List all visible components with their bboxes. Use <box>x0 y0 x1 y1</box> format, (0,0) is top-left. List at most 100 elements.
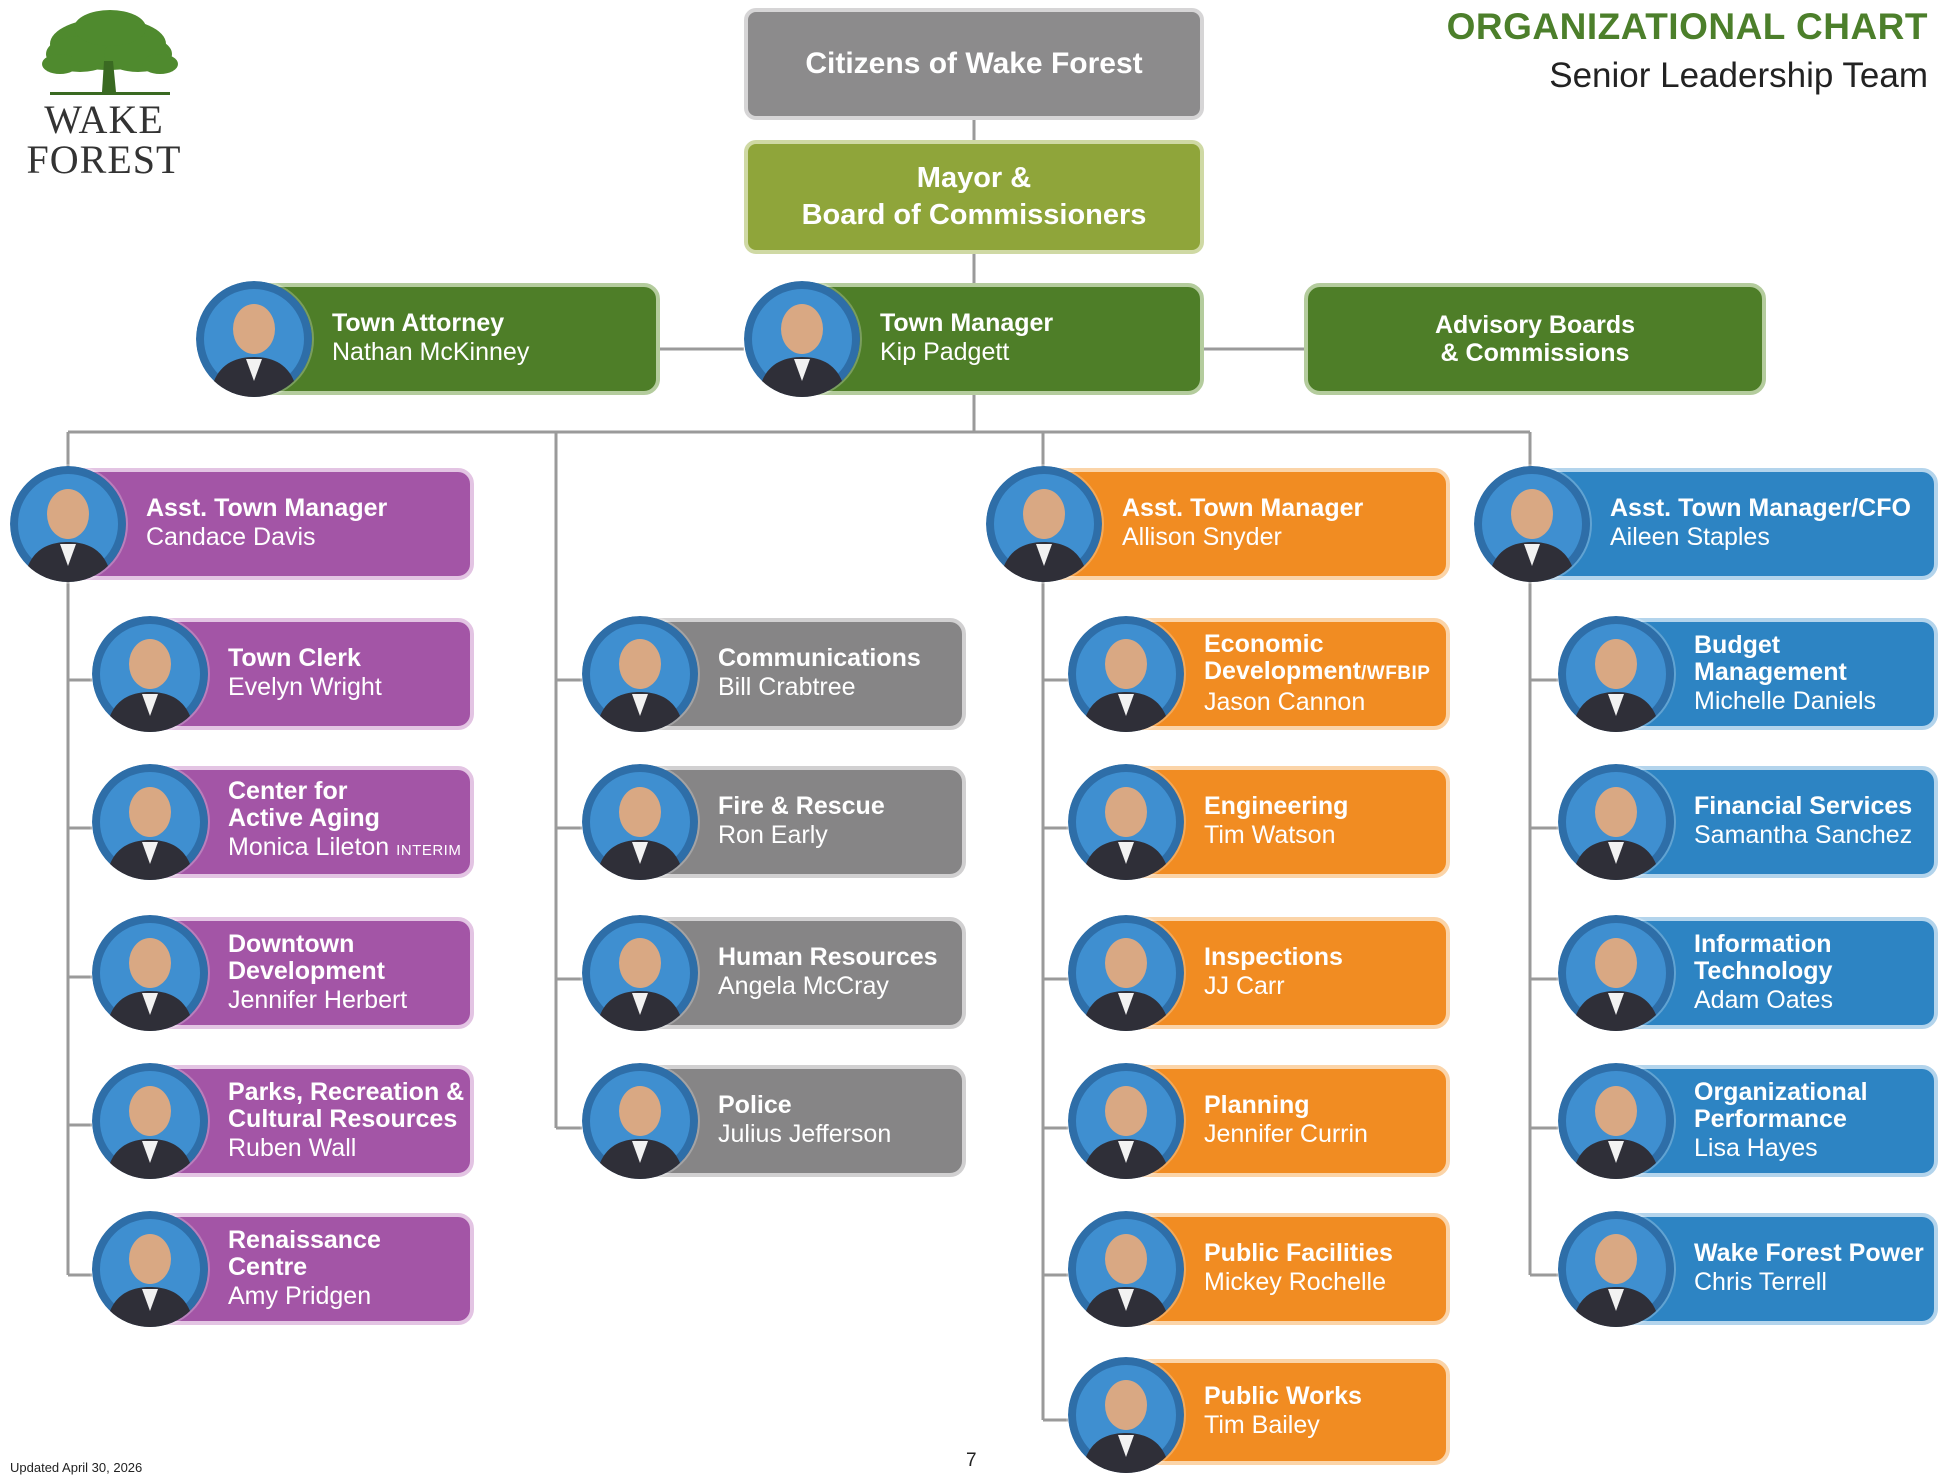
role-title: Center for Active Aging <box>228 777 380 832</box>
chart-title: ORGANIZATIONAL CHART <box>1446 6 1928 47</box>
avatar <box>92 764 208 880</box>
card-parks-recreation[interactable]: Parks, Recreation & Cultural Resources R… <box>92 1063 474 1179</box>
wake-forest-logo[interactable] <box>20 6 190 176</box>
person-name: Adam Oates <box>1694 985 1833 1014</box>
card-center-for-active-aging[interactable]: Center for Active Aging Monica Lileton I… <box>92 764 474 880</box>
tree-icon <box>42 10 178 95</box>
avatar <box>1558 616 1674 732</box>
card-asst-town-manager-cfo-staples[interactable]: Asst. Town Manager/CFO Aileen Staples <box>1474 466 1938 582</box>
advisory-boards-box[interactable]: Advisory Boards & Commissions <box>1304 283 1766 395</box>
card-public-facilities[interactable]: Public Facilities Mickey Rochelle <box>1068 1211 1450 1327</box>
card-economic-development[interactable]: Economic Development/WFBIP Jason Cannon <box>1068 616 1450 732</box>
role-title: Engineering <box>1204 792 1349 820</box>
person-photo-icon <box>1068 1357 1184 1473</box>
person-photo-icon <box>92 764 208 880</box>
avatar <box>1068 1357 1184 1473</box>
person-photo-icon <box>1558 1063 1674 1179</box>
avatar <box>92 915 208 1031</box>
person-photo-icon <box>582 764 698 880</box>
person-photo-icon <box>92 1211 208 1327</box>
chart-subtitle: Senior Leadership Team <box>1549 56 1928 95</box>
role-title: Asst. Town Manager <box>1122 494 1364 522</box>
person-photo-icon <box>196 281 312 397</box>
person-photo-icon <box>10 466 126 582</box>
person-name: Ruben Wall <box>228 1133 357 1162</box>
role-title: Downtown Development <box>228 929 385 985</box>
avatar <box>92 1211 208 1327</box>
logo-wordmark: WAKE FOREST <box>26 97 182 182</box>
person-name: Kip Padgett <box>880 338 1010 366</box>
role-title: Asst. Town Manager/CFO <box>1610 494 1911 522</box>
role-title: Economic Development/WFBIP <box>1204 629 1431 685</box>
card-asst-town-manager-snyder[interactable]: Asst. Town Manager Allison Snyder <box>986 466 1450 582</box>
role-title: Organizational Performance <box>1694 1077 1868 1133</box>
avatar <box>1068 616 1184 732</box>
role-title: Town Attorney <box>332 309 505 337</box>
avatar <box>1068 1063 1184 1179</box>
person-photo-icon <box>1068 616 1184 732</box>
avatar <box>582 1063 698 1179</box>
role-title: Parks, Recreation & Cultural Resources <box>228 1077 465 1133</box>
avatar <box>1474 466 1590 582</box>
avatar <box>1068 915 1184 1031</box>
card-renaissance-centre[interactable]: Renaissance Centre Amy Pridgen <box>92 1211 474 1327</box>
card-town-manager[interactable]: Town Manager Kip Padgett <box>744 281 1204 397</box>
page-number: 7 <box>966 1450 977 1471</box>
person-name: Michelle Daniels <box>1694 686 1877 715</box>
card-engineering[interactable]: Engineering Tim Watson <box>1068 764 1450 880</box>
card-downtown-development[interactable]: Downtown Development Jennifer Herbert <box>92 915 474 1031</box>
role-title: Town Manager <box>880 309 1054 337</box>
card-wake-forest-power[interactable]: Wake Forest Power Chris Terrell <box>1558 1211 1938 1327</box>
person-name: Aileen Staples <box>1610 523 1770 551</box>
person-name: Allison Snyder <box>1122 523 1282 551</box>
person-name: Lisa Hayes <box>1694 1133 1818 1162</box>
card-town-attorney[interactable]: Town Attorney Nathan McKinney <box>196 281 660 397</box>
card-police[interactable]: Police Julius Jefferson <box>582 1063 966 1179</box>
person-photo-icon <box>1558 616 1674 732</box>
card-budget-management[interactable]: Budget Management Michelle Daniels <box>1558 616 1938 732</box>
card-financial-services[interactable]: Financial Services Samantha Sanchez <box>1558 764 1938 880</box>
person-name: Nathan McKinney <box>332 338 530 366</box>
role-title: Asst. Town Manager <box>146 494 388 522</box>
person-photo-icon <box>986 466 1102 582</box>
avatar <box>1068 764 1184 880</box>
person-name: Monica Lileton INTERIM <box>228 833 462 861</box>
person-name: Candace Davis <box>146 523 316 551</box>
avatar <box>582 764 698 880</box>
avatar <box>1558 1063 1674 1179</box>
role-title: Budget Management <box>1694 630 1847 686</box>
card-town-clerk[interactable]: Town Clerk Evelyn Wright <box>92 616 474 732</box>
card-asst-town-manager-davis[interactable]: Asst. Town Manager Candace Davis <box>10 466 474 582</box>
avatar <box>1558 1211 1674 1327</box>
person-name: Chris Terrell <box>1694 1268 1827 1296</box>
role-title: Public Facilities <box>1204 1239 1393 1267</box>
card-inspections[interactable]: Inspections JJ Carr <box>1068 915 1450 1031</box>
person-photo-icon <box>582 1063 698 1179</box>
avatar <box>196 281 312 397</box>
person-name: Ron Early <box>718 821 828 849</box>
card-fire-rescue[interactable]: Fire & Rescue Ron Early <box>582 764 966 880</box>
updated-date: Updated April 30, 2026 <box>10 1460 143 1475</box>
person-photo-icon <box>582 915 698 1031</box>
card-planning[interactable]: Planning Jennifer Currin <box>1068 1063 1450 1179</box>
person-name: Samantha Sanchez <box>1694 821 1913 849</box>
card-human-resources[interactable]: Human Resources Angela McCray <box>582 915 966 1031</box>
interim-tag: INTERIM <box>396 842 462 859</box>
wfbip-tag: /WFBIP <box>1360 662 1431 684</box>
card-public-works[interactable]: Public Works Tim Bailey <box>1068 1357 1450 1473</box>
role-title: Fire & Rescue <box>718 792 885 820</box>
avatar <box>582 616 698 732</box>
person-name: Jennifer Herbert <box>228 985 408 1014</box>
role-title: Wake Forest Power <box>1694 1239 1924 1267</box>
avatar <box>92 1063 208 1179</box>
person-name: Evelyn Wright <box>228 673 382 701</box>
avatar <box>92 616 208 732</box>
person-photo-icon <box>1558 915 1674 1031</box>
avatar <box>986 466 1102 582</box>
role-title: Public Works <box>1204 1382 1362 1410</box>
card-information-technology[interactable]: Information Technology Adam Oates <box>1558 915 1938 1031</box>
person-name: Tim Bailey <box>1204 1411 1320 1439</box>
card-communications[interactable]: Communications Bill Crabtree <box>582 616 966 732</box>
card-organizational-performance[interactable]: Organizational Performance Lisa Hayes <box>1558 1063 1938 1179</box>
